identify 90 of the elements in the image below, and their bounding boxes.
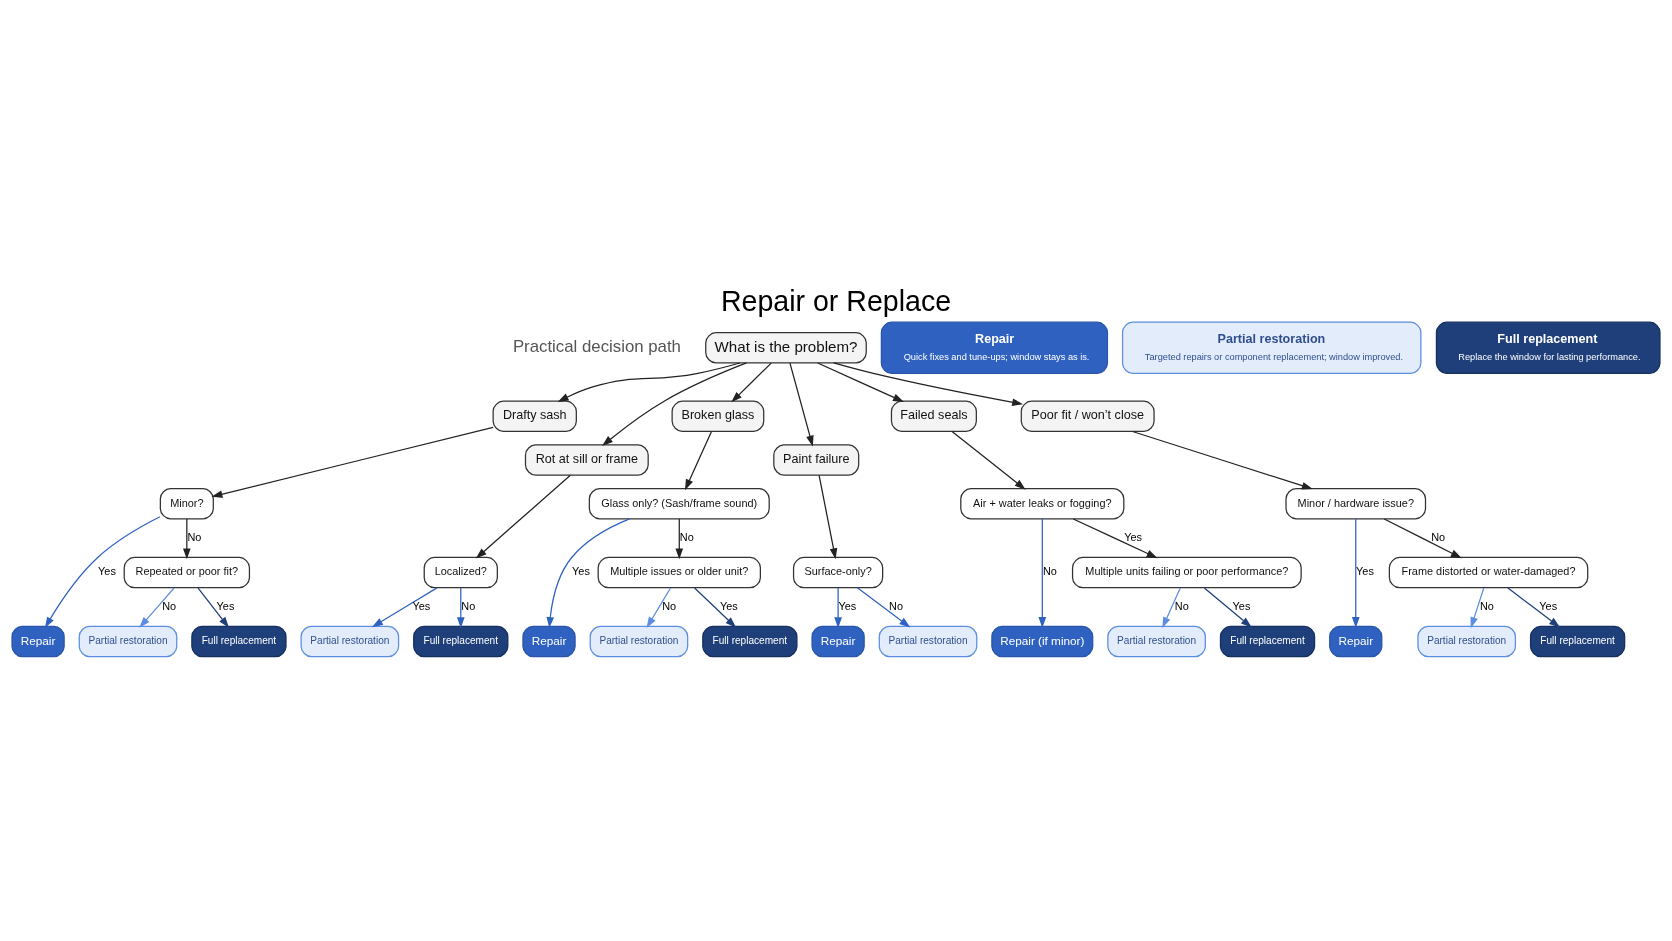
edge-label: No bbox=[1174, 599, 1189, 612]
edge-label: Yes bbox=[412, 599, 431, 612]
edge-label: Yes bbox=[719, 599, 738, 612]
arrow bbox=[1131, 430, 1313, 490]
node-box: Failed seals bbox=[890, 400, 977, 433]
arrow bbox=[1507, 587, 1561, 628]
edge-label: Yes bbox=[1124, 531, 1142, 544]
node-box: Partial restoration bbox=[878, 625, 978, 658]
arrow bbox=[475, 474, 571, 559]
node-box: Full replacement Replace the window for lasting performance. bbox=[1435, 321, 1661, 375]
node-box: Localized? bbox=[423, 556, 498, 589]
node-box: Rot at sill or frame bbox=[524, 444, 649, 476]
arrow bbox=[646, 587, 672, 628]
arrow bbox=[1072, 518, 1158, 559]
edge-label: No bbox=[679, 531, 694, 544]
node-box: Frame distorted or water-damaged? bbox=[1388, 556, 1589, 589]
arrow bbox=[1470, 587, 1485, 629]
node-box: Full replacement bbox=[191, 625, 287, 658]
edge-label: No bbox=[461, 599, 476, 612]
edge-label: No bbox=[162, 599, 177, 612]
edge-label: Yes bbox=[216, 599, 235, 612]
node-box: Repair bbox=[811, 625, 865, 658]
arrow bbox=[546, 518, 631, 628]
diagram-title: Repair or Replace bbox=[720, 284, 952, 317]
arrow bbox=[197, 587, 229, 628]
arrow bbox=[1038, 518, 1047, 629]
node-box: Broken glass bbox=[671, 400, 765, 433]
node-box: Glass only? (Sash/frame sound) bbox=[588, 487, 770, 520]
node-box: Repair Quick fixes and tune-ups; window stays as is. bbox=[880, 321, 1109, 375]
arrow bbox=[818, 474, 838, 560]
node-box: Surface-only? bbox=[792, 556, 884, 589]
arrow bbox=[211, 426, 494, 498]
arrow bbox=[817, 362, 904, 402]
node-box: Repair (if minor) bbox=[991, 625, 1094, 658]
node-box: Full replacement bbox=[1219, 625, 1316, 658]
arrow bbox=[833, 362, 1024, 407]
node-box: Repair bbox=[1329, 625, 1383, 658]
node-box: Full replacement bbox=[413, 625, 509, 658]
node-box: Minor? bbox=[159, 487, 214, 520]
node-box: Air + water leaks or fogging? bbox=[960, 487, 1125, 520]
arrow bbox=[1203, 587, 1252, 628]
node-box: Paint failure bbox=[773, 444, 860, 476]
node-box: Partial restoration bbox=[300, 625, 400, 658]
node-box: Minor / hardware issue? bbox=[1285, 487, 1427, 520]
edge-label: Yes bbox=[1356, 565, 1374, 578]
edge-label: No bbox=[187, 531, 202, 544]
edge-label: No bbox=[1431, 531, 1446, 544]
edge-label: Yes bbox=[572, 565, 590, 578]
node-box: Partial restoration Targeted repairs or component replacement; window improved. bbox=[1121, 321, 1422, 375]
edge-label: Yes bbox=[838, 599, 857, 612]
arrow bbox=[1383, 518, 1462, 559]
edge-label: No bbox=[889, 599, 904, 612]
arrow bbox=[856, 587, 911, 628]
node-box: Repair bbox=[522, 625, 576, 658]
node-box: Full replacement bbox=[1529, 625, 1626, 658]
node-box: Partial restoration bbox=[1107, 625, 1206, 658]
arrow bbox=[675, 518, 684, 560]
node-box: Multiple issues or older unit? bbox=[597, 556, 761, 589]
edge-label: No bbox=[1479, 599, 1494, 612]
arrow bbox=[1351, 518, 1360, 629]
node-box: Partial restoration bbox=[1417, 625, 1517, 658]
arrow bbox=[139, 587, 175, 628]
edge-label: Yes bbox=[1539, 599, 1558, 612]
arrow bbox=[684, 431, 712, 491]
arrow bbox=[456, 587, 465, 629]
arrow bbox=[731, 362, 772, 403]
node-box: Poor fit / won’t close bbox=[1020, 400, 1155, 433]
edge-label: Yes bbox=[1232, 599, 1251, 612]
node-box: Repair bbox=[11, 625, 65, 658]
edge-label: No bbox=[662, 599, 677, 612]
node-box: What is the problem? bbox=[705, 332, 867, 364]
node-box: Drafty sash bbox=[492, 400, 577, 433]
arrow bbox=[834, 587, 842, 629]
edge-label: Yes bbox=[98, 565, 116, 578]
arrow bbox=[557, 362, 741, 402]
node-box: Partial restoration bbox=[589, 625, 689, 658]
node-box: Partial restoration bbox=[78, 625, 178, 658]
arrow bbox=[44, 516, 161, 628]
arrow bbox=[693, 587, 737, 628]
node-box: Repeated or poor fit? bbox=[123, 556, 251, 589]
arrow bbox=[1162, 587, 1181, 629]
node-box: Full replacement bbox=[702, 625, 798, 658]
arrow bbox=[371, 587, 438, 628]
label: Practical decision path bbox=[512, 337, 681, 357]
arrow bbox=[789, 362, 814, 447]
node-box: Multiple units failing or poor performance? bbox=[1071, 556, 1302, 589]
arrow bbox=[602, 362, 748, 446]
arrow bbox=[183, 518, 191, 560]
edge-label: No bbox=[1042, 565, 1057, 578]
arrow bbox=[951, 430, 1026, 490]
